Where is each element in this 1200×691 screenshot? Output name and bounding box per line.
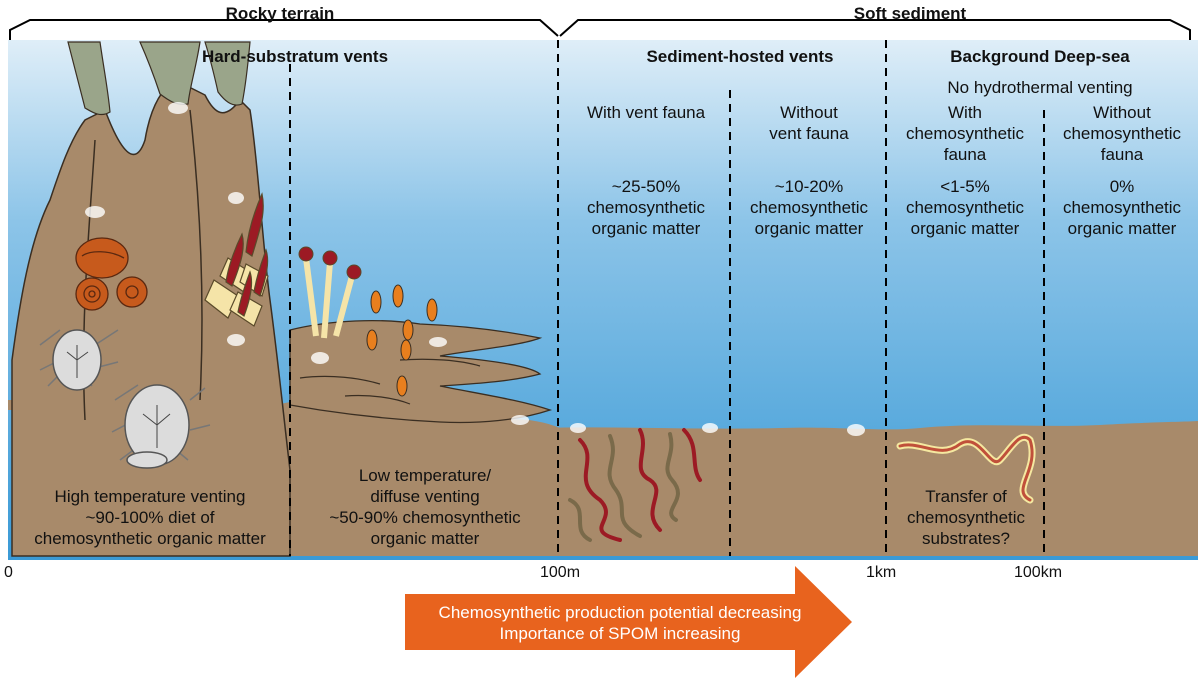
trend-arrow xyxy=(405,566,852,678)
snail-group xyxy=(75,237,148,311)
sediment-hosted-title: Sediment-hosted vents xyxy=(646,47,834,66)
background-title: Background Deep-sea xyxy=(950,47,1130,66)
tick-0: 0 xyxy=(4,564,13,581)
diffuse-vent-shelf xyxy=(289,320,553,424)
without-vent-fauna-label: Without vent fauna xyxy=(769,103,849,143)
chimney-smoke-left xyxy=(67,41,111,116)
limpet-group xyxy=(366,284,438,397)
chimney-smoke-right xyxy=(204,41,251,106)
rocky-terrain-header: Rocky terrain xyxy=(225,4,335,23)
shimmer-spots xyxy=(85,102,865,436)
without-chemo-fauna-label: Without chemosynthetic fauna xyxy=(1062,103,1182,164)
high-temp-label: High temperature venting ~90-100% diet o… xyxy=(34,487,266,548)
soft-sediment-bracket xyxy=(559,19,1191,40)
no-venting-label: No hydrothermal venting xyxy=(947,78,1133,97)
rocky-terrain-bracket xyxy=(9,19,559,40)
tubeworm-bundle xyxy=(204,192,269,327)
tick-1km: 1km xyxy=(866,564,897,581)
sediment-worms xyxy=(568,428,702,542)
crab-group xyxy=(39,329,211,469)
without-chemo-fauna-percent: 0% chemosynthetic organic matter xyxy=(1062,177,1182,238)
with-chemo-fauna-label: With chemosynthetic fauna xyxy=(905,103,1025,164)
arrow-text: Chemosynthetic production potential decr… xyxy=(405,602,835,644)
tick-100m: 100m xyxy=(540,564,581,581)
without-vent-fauna-percent: ~10-20% chemosynthetic organic matter xyxy=(749,177,869,238)
arrow-line-1: Chemosynthetic production potential decr… xyxy=(438,603,802,622)
shelf-tubeworms xyxy=(298,246,362,339)
with-chemo-fauna-percent: <1-5% chemosynthetic organic matter xyxy=(905,177,1025,238)
background-worms xyxy=(896,434,1036,504)
shelf-lines xyxy=(299,358,481,405)
transfer-label: Transfer of chemosynthetic substrates? xyxy=(906,487,1026,548)
arrow-line-2: Importance of SPOM increasing xyxy=(499,624,741,643)
hard-substratum-title: Hard-substratum vents xyxy=(201,47,389,66)
low-temp-label: Low temperature/ diffuse venting ~50-90%… xyxy=(329,466,521,548)
with-vent-fauna-label: With vent fauna xyxy=(586,103,706,122)
section-dividers xyxy=(289,40,1045,556)
tick-100km: 100km xyxy=(1014,564,1063,581)
soft-sediment-header: Soft sediment xyxy=(853,4,967,23)
with-vent-fauna-percent: ~25-50% chemosynthetic organic matter xyxy=(586,177,706,238)
